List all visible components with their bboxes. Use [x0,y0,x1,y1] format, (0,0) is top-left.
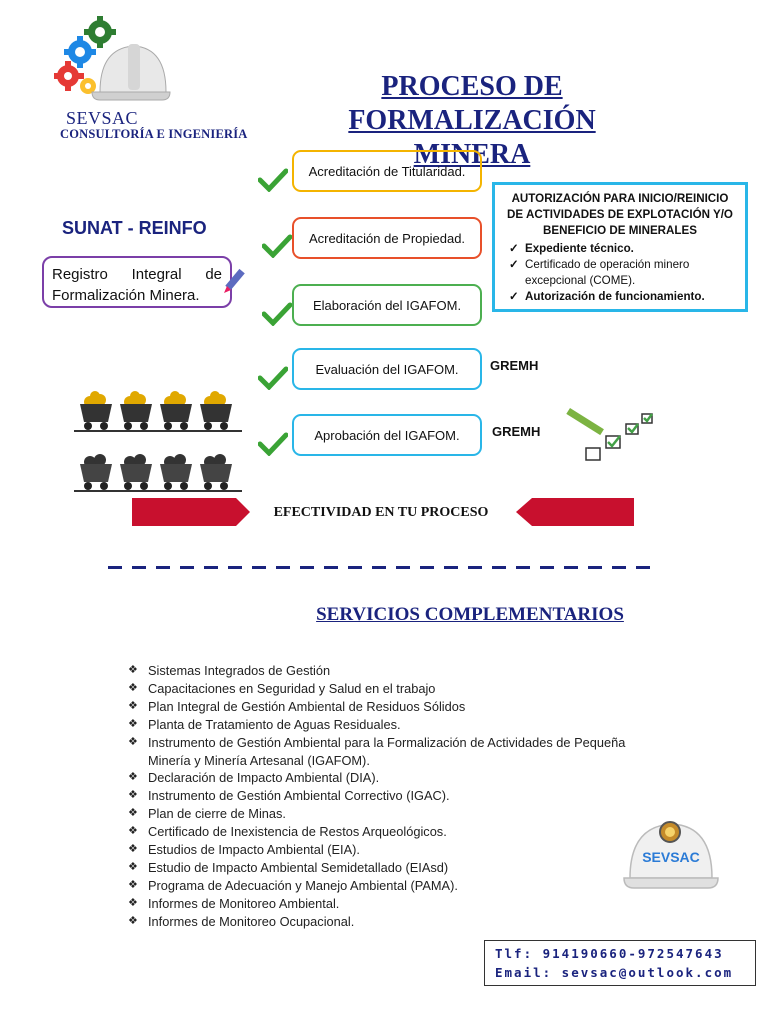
list-item: Plan Integral de Gestión Ambiental de Re… [128,698,648,716]
helmet-icon: SEVSAC [623,821,719,889]
list-item: Programa de Adecuación y Manejo Ambienta… [128,877,648,895]
checklist-icon [566,408,654,461]
list-item: Plan de cierre de Minas. [128,805,648,823]
checkmark-icon [262,302,292,326]
page-title-line1: PROCESO DE FORMALIZACIÓN [348,71,596,136]
helmet-text: SEVSAC [642,849,700,865]
list-item: Instrumento de Gestión Ambiental para la… [128,734,648,770]
services-title: SERVICIOS COMPLEMENTARIOS [316,604,624,625]
list-item: Instrumento de Gestión Ambiental Correct… [128,787,648,805]
list-item: Capacitaciones en Seguridad y Salud en e… [128,680,648,698]
effectiveness-arrows [132,498,634,526]
page-title-line2: MINERA [413,139,531,170]
gear-icon [84,16,116,48]
checkmark-icon [258,168,288,192]
step-elaboracion: Elaboración del IGAFOM. [292,284,482,326]
checkmark-icon [258,432,288,456]
contact-phone: Tlf: 914190660-972547643 [495,946,724,961]
mining-carts-icon [74,391,242,492]
authorization-box: AUTORIZACIÓN PARA INICIO/REINICIO DE ACT… [492,182,748,312]
gremh-label: GREMH [490,358,539,373]
arrow-right-icon [132,498,250,526]
checkmark-icon [258,366,288,390]
sunat-heading: SUNAT - REINFO [62,218,207,238]
brand-name: SEVSAC [66,108,139,128]
section-divider [108,566,656,569]
list-item: Planta de Tratamiento de Aguas Residuale… [128,716,648,734]
step-aprobacion: Aprobación del IGAFOM. [292,414,482,456]
gear-icon [54,61,84,91]
step-evaluacion: Evaluación del IGAFOM. [292,348,482,390]
reinfo-box: Registro Integral de Formalización Miner… [42,256,232,308]
gremh-label: GREMH [492,424,541,439]
list-item: Informes de Monitoreo Ambiental. [128,895,648,913]
authorization-list: Expediente técnico. Certificado de opera… [503,241,737,305]
pencil-icon [224,268,245,293]
checkmark-icon [262,234,292,258]
brand-subtitle: CONSULTORÍA E INGENIERÍA [60,127,248,141]
list-item: Certificado de operación minero excepcio… [503,257,737,289]
effectiveness-label: EFECTIVIDAD EN TU PROCESO [273,505,489,520]
list-item: Certificado de Inexistencia de Restos Ar… [128,823,648,841]
contact-email: Email: sevsac@outlook.com [495,965,734,980]
list-item: Estudio de Impacto Ambiental Semidetalla… [128,859,648,877]
contact-box: Tlf: 914190660-972547643 Email: sevsac@o… [484,940,756,986]
services-list: Sistemas Integrados de Gestión Capacitac… [128,662,648,931]
helmet-icon [91,44,171,101]
list-item: Informes de Monitoreo Ocupacional. [128,913,648,931]
arrow-left-icon [516,498,634,526]
list-item: Estudios de Impacto Ambiental (EIA). [128,841,648,859]
step-titularidad: Acreditación de Titularidad. [292,150,482,192]
sevsac-logo [54,16,171,101]
list-item: Expediente técnico. [503,241,737,257]
page-title: PROCESO DE FORMALIZACIÓN MINERA [260,70,684,172]
list-item: Declaración de Impacto Ambiental (DIA). [128,769,648,787]
gear-icon [64,36,96,68]
list-item: Sistemas Integrados de Gestión [128,662,648,680]
list-item: Autorización de funcionamiento. [503,289,737,305]
gear-icon [80,78,96,94]
step-propiedad: Acreditación de Propiedad. [292,217,482,259]
authorization-title: AUTORIZACIÓN PARA INICIO/REINICIO DE ACT… [507,192,733,237]
